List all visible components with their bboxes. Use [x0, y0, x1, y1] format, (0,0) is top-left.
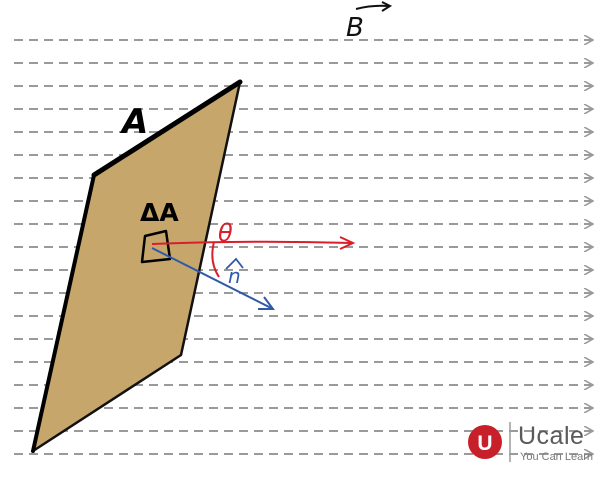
- surface-left-edge: [31, 173, 96, 453]
- surface-top-edge: [91, 79, 243, 178]
- area-element-label: ΔA: [140, 198, 179, 227]
- logo-name: Ucale: [518, 422, 585, 450]
- field-symbol: B: [346, 13, 364, 43]
- angle-arc: [211, 241, 220, 278]
- logo-mark-icon: U: [468, 422, 511, 462]
- normal-arrow: [151, 247, 275, 310]
- field-arrow: [151, 236, 356, 250]
- area-element: [140, 229, 172, 264]
- normal-symbol: n: [228, 264, 241, 288]
- normal-hat: [225, 257, 244, 270]
- ucale-logo: U Ucale You Can Learn: [466, 420, 598, 464]
- field-vector-label: B: [346, 1, 393, 43]
- area-label: A: [119, 102, 148, 142]
- logo-tagline: You Can Learn: [520, 451, 593, 463]
- angle-symbol: θ: [218, 219, 233, 247]
- logo-letter: U: [477, 432, 492, 455]
